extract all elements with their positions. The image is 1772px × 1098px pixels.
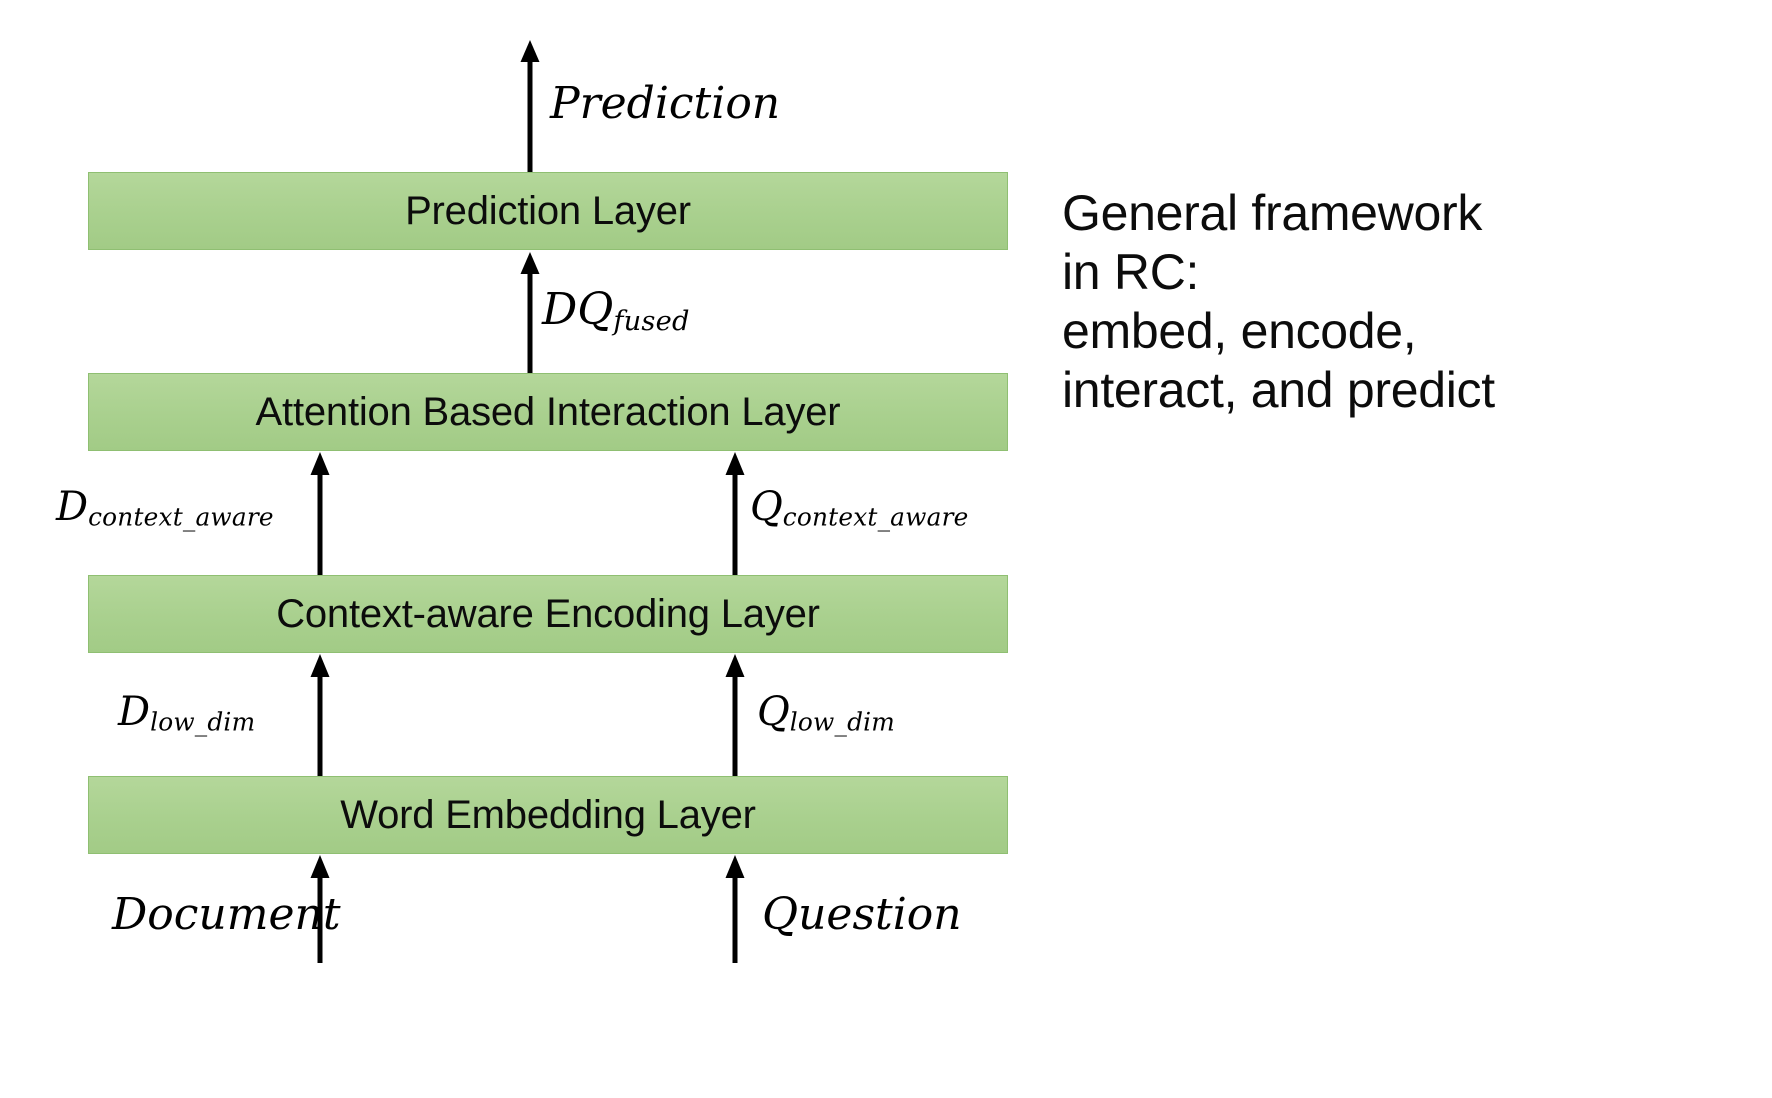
attention-layer-box: Attention Based Interaction Layer <box>88 373 1008 451</box>
flow-label-document: Document <box>112 893 341 937</box>
flow-label-d-low-dim-base: D <box>118 689 151 735</box>
flow-label-q-low-dim-sub: low_dim <box>789 707 895 737</box>
arrow-prediction-out <box>520 40 540 172</box>
arrow-d-context-aware <box>310 452 330 575</box>
prediction-layer-label: Prediction Layer <box>405 189 691 233</box>
flow-label-d-low-dim: Dlow_dim <box>118 692 255 735</box>
flow-label-d-context-aware-base: D <box>56 484 89 530</box>
arrow-d-low-dim <box>310 654 330 776</box>
flow-label-prediction: Prediction <box>550 82 780 126</box>
flow-label-dq-fused: DQfused <box>542 288 690 337</box>
arrow-q-low-dim <box>725 654 745 776</box>
flow-label-dq-fused-sub: fused <box>613 306 690 337</box>
word-embedding-layer-label: Word Embedding Layer <box>340 793 756 837</box>
arrow-question-in <box>725 855 745 963</box>
caption-line-1: General framework <box>1062 185 1483 241</box>
flow-label-prediction-base: Prediction <box>550 78 781 129</box>
flow-label-q-low-dim: Qlow_dim <box>757 692 895 735</box>
flow-label-q-context-aware-base: Q <box>750 484 783 530</box>
word-embedding-layer-box: Word Embedding Layer <box>88 776 1008 854</box>
flow-label-q-context-aware: Qcontext_aware <box>750 487 969 530</box>
context-aware-layer-label: Context-aware Encoding Layer <box>276 592 820 636</box>
arrow-q-context-aware <box>725 452 745 575</box>
flow-label-question-base: Question <box>762 889 962 940</box>
caption-block: General framework in RC: embed, encode, … <box>1062 184 1762 420</box>
flow-label-question: Question <box>762 893 962 937</box>
flow-label-d-low-dim-sub: low_dim <box>150 707 256 737</box>
caption-line-3: embed, encode, <box>1062 303 1417 359</box>
flow-label-q-context-aware-sub: context_aware <box>782 502 969 532</box>
flow-label-document-base: Document <box>112 889 341 940</box>
caption-line-4: interact, and predict <box>1062 362 1495 418</box>
flow-label-d-context-aware-sub: context_aware <box>88 502 274 532</box>
arrow-dq-fused <box>520 252 540 373</box>
caption-line-2: in RC: <box>1062 244 1200 300</box>
flow-label-d-context-aware: Dcontext_aware <box>56 487 274 530</box>
flow-label-dq-fused-base: DQ <box>542 284 614 335</box>
attention-layer-label: Attention Based Interaction Layer <box>255 390 841 434</box>
prediction-layer-box: Prediction Layer <box>88 172 1008 250</box>
context-aware-layer-box: Context-aware Encoding Layer <box>88 575 1008 653</box>
flow-label-q-low-dim-base: Q <box>757 689 790 735</box>
